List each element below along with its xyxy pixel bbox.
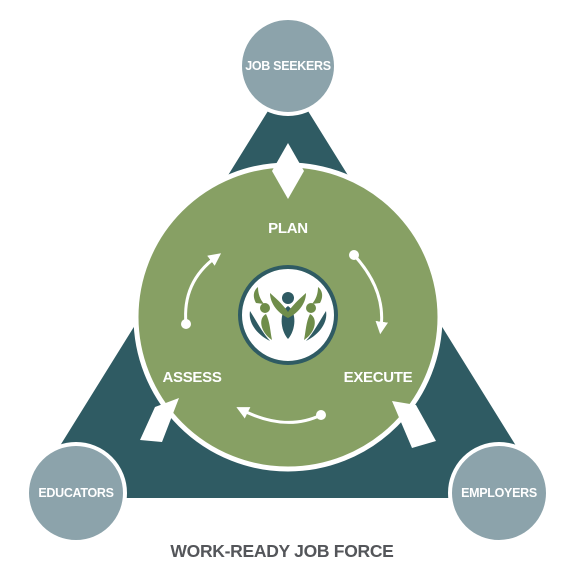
educators-circle bbox=[25, 442, 127, 544]
job-seekers-label: JOB SEEKERS bbox=[245, 59, 331, 73]
sprouting-people-logo bbox=[238, 265, 338, 365]
educators-label: EDUCATORS bbox=[38, 486, 113, 500]
assess-label: ASSESS bbox=[162, 369, 221, 386]
leaf-figures-icon bbox=[249, 287, 327, 341]
arrow-assess-to-plan bbox=[181, 253, 222, 329]
diamond-top bbox=[272, 143, 304, 199]
plan-label: PLAN bbox=[268, 220, 308, 237]
job-seekers-circle bbox=[238, 16, 338, 116]
employers-circle bbox=[448, 442, 550, 544]
employers-label: EMPLOYERS bbox=[461, 486, 537, 500]
execute-label: EXECUTE bbox=[344, 369, 413, 386]
arrow-plan-to-execute bbox=[349, 250, 389, 335]
diamond-left bbox=[140, 398, 179, 442]
arrow-execute-to-assess bbox=[236, 407, 326, 424]
diagram-caption: WORK-READY JOB FORCE bbox=[170, 541, 393, 561]
diamond-right bbox=[392, 401, 436, 448]
